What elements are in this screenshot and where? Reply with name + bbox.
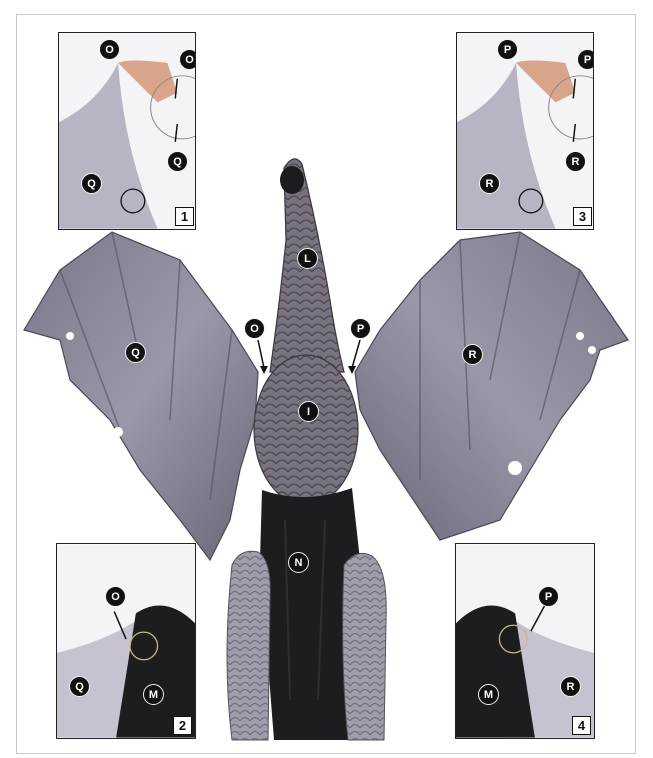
inset-3-marker-wing: R [479, 173, 500, 194]
inset-1-marker-right: O [179, 49, 196, 70]
right-wing-label-marker: R [462, 344, 483, 365]
right-wing-label: R [469, 349, 477, 361]
inset-2-step-label: 2 [179, 718, 186, 733]
inset-1-marker-lower: Q [167, 151, 188, 172]
right-shoulder-label: P [357, 323, 364, 335]
left-wing-label: Q [131, 347, 140, 359]
inset-4-photo [456, 544, 594, 738]
inset-4-marker-body: M [478, 684, 499, 705]
inset-4-label-shoulder: P [545, 591, 552, 603]
inset-3-marker-lower: R [565, 151, 586, 172]
chest [254, 355, 358, 505]
left-leg [227, 551, 270, 740]
inset-2-photo [57, 544, 195, 738]
right-shoulder-label-marker: P [350, 318, 371, 339]
inset-3-label-wing: R [486, 178, 494, 190]
inset-2-label-wing: Q [75, 681, 84, 693]
inset-3-marker-right: P [577, 49, 594, 70]
inset-4-marker-wing: R [560, 676, 581, 697]
inset-step-2: O Q M 2 [56, 543, 196, 739]
chest-label-marker: I [298, 401, 319, 422]
inset-3-photo [457, 33, 593, 229]
inset-4-step-label: 4 [578, 718, 585, 733]
inset-3-step-number: 3 [573, 207, 592, 226]
inset-1-marker-top: O [99, 39, 120, 60]
inset-3-label-lower: R [572, 156, 580, 168]
inset-2-label-shoulder: O [111, 591, 120, 603]
inset-2-marker-shoulder: O [105, 586, 126, 607]
inset-4-label-body: M [484, 689, 493, 701]
inset-1-label-lower: Q [173, 156, 182, 168]
inset-2-step-number: 2 [173, 716, 192, 735]
inset-2-marker-body: M [143, 684, 164, 705]
inset-1-label-top: O [105, 44, 114, 56]
inset-4-marker-shoulder: P [538, 586, 559, 607]
neck-label-marker: L [297, 248, 318, 269]
inset-4-label-wing: R [567, 681, 575, 693]
inset-4-step-number: 4 [572, 716, 591, 735]
torso-label: N [295, 557, 303, 569]
inset-2-label-body: M [149, 689, 158, 701]
inset-3-label-top: P [504, 44, 511, 56]
left-shoulder-label: O [250, 323, 259, 335]
inset-1-photo [59, 33, 195, 229]
right-wing [355, 232, 628, 540]
inset-3-marker-top: P [497, 39, 518, 60]
neck-label: L [304, 253, 311, 265]
right-leg [343, 553, 387, 740]
inset-1-label-right: O [185, 54, 194, 66]
inset-1-label-wing: Q [87, 178, 96, 190]
inset-3-step-label: 3 [579, 209, 586, 224]
chest-label: I [307, 406, 310, 418]
inset-2-marker-wing: Q [69, 676, 90, 697]
inset-step-4: P M R 4 [455, 543, 595, 739]
torso-label-marker: N [288, 552, 309, 573]
inset-1-marker-wing: Q [81, 173, 102, 194]
inset-step-1: O O Q Q 1 [58, 32, 196, 230]
inset-3-label-right: P [584, 54, 591, 66]
inset-step-3: P P R R 3 [456, 32, 594, 230]
inset-1-step-number: 1 [175, 207, 194, 226]
inset-1-step-label: 1 [181, 209, 188, 224]
left-wing-label-marker: Q [125, 342, 146, 363]
left-shoulder-label-marker: O [244, 318, 265, 339]
